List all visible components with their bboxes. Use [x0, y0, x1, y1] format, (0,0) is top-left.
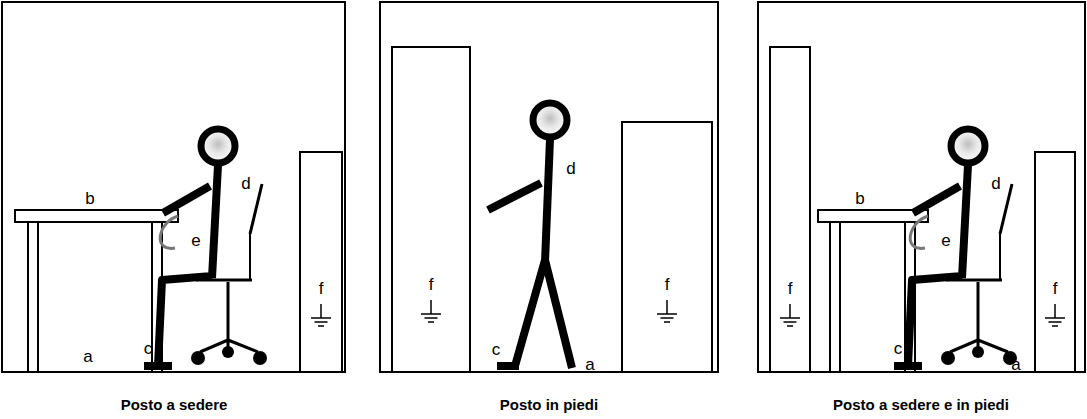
drawing-part	[1045, 304, 1065, 326]
drawing-part	[488, 139, 572, 368]
drawing-part	[421, 300, 441, 322]
callout-letter: a	[83, 348, 92, 365]
drawing-part	[144, 129, 267, 366]
cabinet	[770, 47, 810, 372]
panel-frame	[380, 2, 718, 372]
cabinet	[392, 47, 470, 372]
callout-letter: b	[85, 190, 94, 207]
callout-letter: f	[665, 276, 670, 293]
callout-letter: e	[191, 232, 200, 249]
callout-letter: c	[492, 341, 501, 358]
drawing-part	[894, 129, 1017, 366]
drawing-part	[657, 300, 677, 322]
callout-letter: a	[585, 356, 594, 373]
desk	[818, 210, 928, 222]
callout-letter: d	[566, 160, 575, 177]
callout-letter: a	[1011, 356, 1020, 373]
callout-letter: f	[1053, 280, 1058, 297]
callout-letter: f	[319, 280, 324, 297]
cabinet	[1035, 152, 1075, 372]
callout-letter: e	[941, 232, 950, 249]
callout-letter: c	[894, 340, 903, 357]
callout-letter: b	[855, 190, 864, 207]
drawing-part	[780, 304, 800, 326]
desk-leg	[28, 222, 38, 372]
drawing-part	[311, 304, 331, 326]
panel-caption: Posto a sedere e in piedi	[833, 397, 1009, 412]
panel-caption: Posto a sedere	[121, 397, 228, 412]
drawing-part	[533, 103, 567, 137]
desk	[15, 210, 178, 222]
panel-caption: Posto in piedi	[500, 397, 598, 412]
panel-frame	[758, 2, 1085, 372]
callout-letter: d	[241, 175, 250, 192]
callout-letter: f	[788, 280, 793, 297]
cabinet	[622, 122, 712, 372]
callout-letter: d	[991, 175, 1000, 192]
callout-letter: c	[144, 340, 153, 357]
panel-frame	[2, 2, 345, 372]
callout-letter: f	[429, 276, 434, 293]
cabinet	[300, 152, 342, 372]
desk-leg	[830, 222, 840, 372]
standing-person	[488, 103, 572, 368]
